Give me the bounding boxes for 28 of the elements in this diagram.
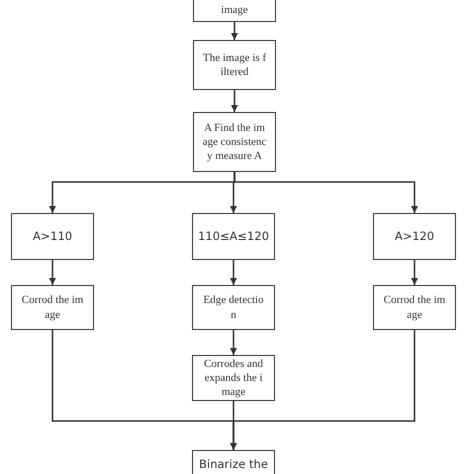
- process-box: [373, 285, 456, 330]
- box-text: 110≤A≤120: [198, 229, 270, 244]
- process-box: [192, 213, 275, 260]
- process-box: [192, 285, 275, 330]
- arrow: [411, 260, 418, 285]
- box-text: A>120: [394, 229, 434, 244]
- arrow: [49, 260, 56, 285]
- box-text: Corrod the im age: [382, 293, 446, 322]
- box-text: A>110: [32, 229, 72, 244]
- arrow: [234, 172, 418, 213]
- arrow: [230, 330, 237, 355]
- arrow: [231, 22, 238, 40]
- box-text: Binarize the: [199, 457, 268, 472]
- box-text: A Find the im age consistenc y measure A: [202, 120, 267, 164]
- process-box: [193, 40, 276, 90]
- process-box: [193, 112, 276, 172]
- process-box: [192, 355, 275, 401]
- process-box: [11, 213, 94, 260]
- box-text: Corrod the im age: [20, 293, 84, 322]
- box-text: Edge detectio n: [202, 293, 265, 322]
- arrow: [231, 90, 238, 112]
- arrow: [230, 260, 237, 285]
- process-box: [11, 285, 94, 330]
- box-text: image: [221, 2, 248, 17]
- box-text: Corrodes and expands the i mage: [203, 356, 264, 400]
- arrow: [230, 330, 416, 450]
- box-text: The image is f iltered: [202, 50, 268, 80]
- process-box: [373, 213, 456, 260]
